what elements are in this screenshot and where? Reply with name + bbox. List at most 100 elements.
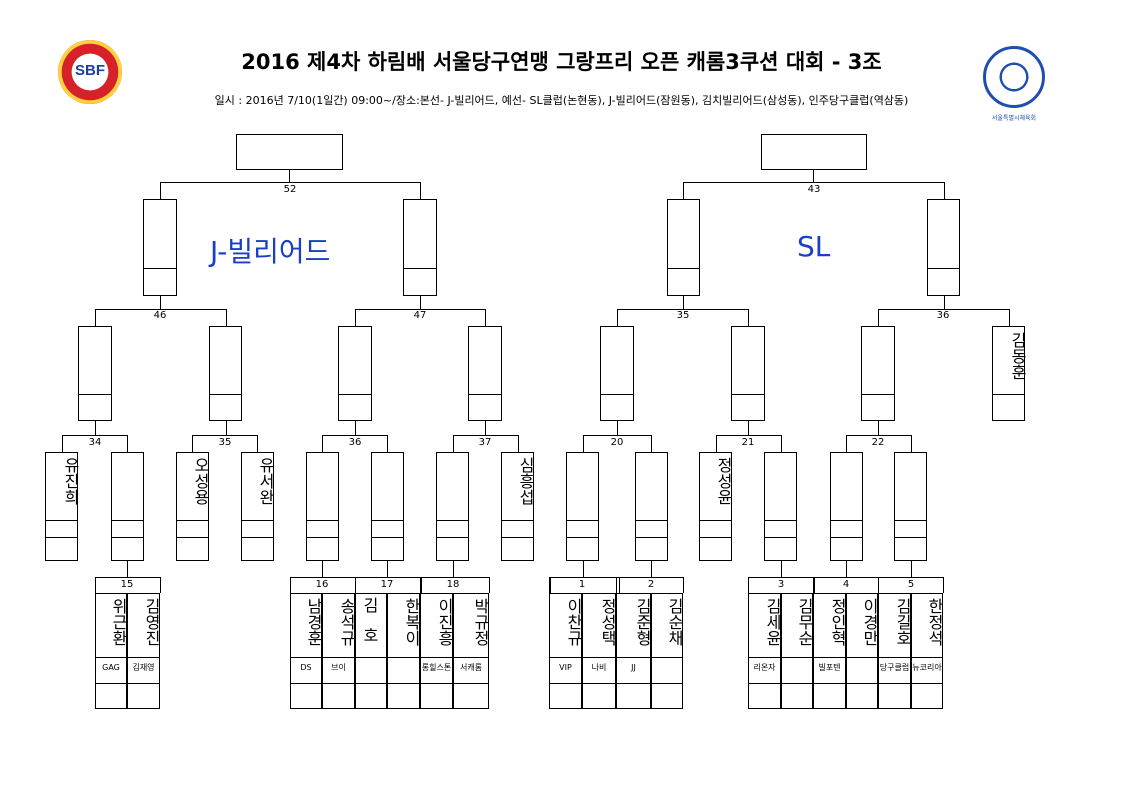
match-number-2: 2 [636,579,666,591]
round-of-16-slot [176,452,209,561]
bracket-line [878,577,879,593]
bracket-line [943,577,944,593]
bracket-line [192,435,193,452]
bracket-line [619,577,620,593]
slot-divider [372,520,403,521]
player-club: 당구클럽 [879,662,910,672]
slot-divider [242,537,273,538]
bracket-line [453,435,518,436]
player-name-part: 김 [363,596,379,615]
bracket-line [748,577,749,593]
match-number-36: 36 [340,437,370,449]
seed-name-yu-seowan: 유서완 [256,457,275,505]
match-number-52: 52 [275,184,305,196]
player-club: VIP [559,662,572,672]
seoul-sports-council-text: 서울특별시체육회 [991,115,1037,122]
bracket-line [944,296,945,309]
match-number-46: 46 [145,310,175,322]
slot-divider [437,520,468,521]
player-name: 김순채 [665,598,684,646]
player-club: 서캐롬 [459,662,483,672]
match-number-22: 22 [863,437,893,449]
bracket-line [616,577,683,578]
slot-divider [912,683,942,684]
bracket-line [878,309,879,326]
slot-divider [732,394,764,395]
slot-divider [550,683,581,684]
bracket-line [814,577,815,593]
slot-divider [749,683,780,684]
slot-divider [567,537,598,538]
bracket-line [420,182,421,199]
player-club [782,655,812,679]
slot-divider [601,394,633,395]
semifinal-slot [403,199,437,296]
player-name: 이진흥 [435,598,454,646]
bracket-line [453,561,454,577]
player-club: 뉴코리아 [912,662,942,672]
round-of-16-slot [635,452,668,561]
bracket-line [911,561,912,577]
round-of-16-slot [436,452,469,561]
player-name: 김준형 [633,598,652,646]
slot-divider [437,537,468,538]
bracket-line [485,309,486,326]
bracket-line [716,435,717,452]
match-number-35-right: 35 [668,310,698,322]
venue-label-right: SL [797,230,831,263]
slot-divider [404,268,436,269]
bracket-line [95,309,96,326]
bracket-line [549,577,550,593]
round-of-16-slot [894,452,927,561]
slot-divider [879,683,910,684]
page-subtitle: 일시 : 2016년 7/10(1일간) 09:00~/장소:본선- J-빌리어… [214,94,909,107]
bracket-line [387,561,388,577]
bracket-line [226,421,227,435]
bracket-line [95,577,160,578]
bracket-line [878,421,879,435]
match-number-3: 3 [766,579,796,591]
bracket-line [355,577,420,578]
slot-divider [46,520,77,521]
slot-divider [567,520,598,521]
bracket-line [878,577,943,578]
slot-divider [421,657,452,658]
bracket-line [846,561,847,577]
slot-divider [307,537,338,538]
slot-divider [636,520,667,521]
player-club [652,655,682,679]
bracket-line [1009,309,1010,326]
slot-divider [307,520,338,521]
slot-divider [388,683,419,684]
match-number-4: 4 [831,579,861,591]
player-club [847,655,877,679]
slot-divider [583,683,615,684]
bracket-line [617,309,748,310]
player-name: 위근환 [109,598,128,646]
bracket-line [583,435,584,452]
bracket-line [617,421,618,435]
player-club: 김재영 [132,662,155,672]
bracket-line [355,309,356,326]
sbf-logo-text: SBF [75,62,105,79]
seoul-sports-council-logo: 서울특별시체육회 [983,46,1045,122]
slot-divider [993,394,1024,395]
first-round-player-cell: 한복이 [387,593,421,709]
slot-divider [652,683,682,684]
bracket-line [95,309,226,310]
player-name-part: 호 [363,626,379,645]
winner-box-left [236,134,343,170]
bracket-line [355,577,356,593]
match-number-20: 20 [602,437,632,449]
bracket-line [617,309,618,326]
bracket-line [878,309,1009,310]
slot-divider [652,657,682,658]
player-club: GAG [102,662,120,672]
player-club [356,655,386,679]
slot-divider [782,657,812,658]
bracket-line [549,577,616,578]
round-of-16-slot [699,452,732,561]
